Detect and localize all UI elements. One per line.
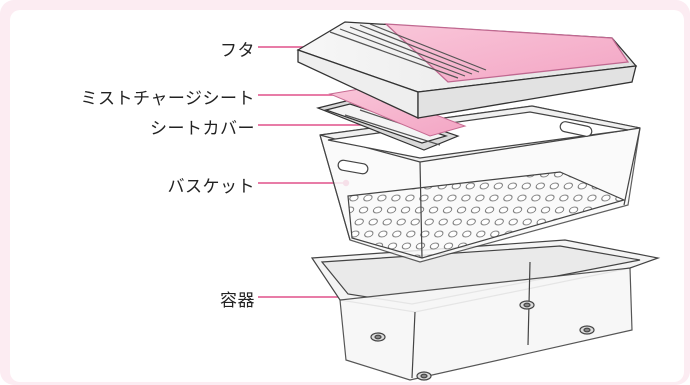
label-lid: フタ bbox=[220, 41, 255, 61]
label-basket: バスケット bbox=[167, 177, 255, 197]
basket-part bbox=[319, 105, 641, 263]
label-container: 容器 bbox=[220, 291, 255, 311]
label-sheet-cover: シートカバー bbox=[150, 119, 255, 139]
label-mist-charge-sheet: ミストチャージシート bbox=[80, 89, 255, 109]
lid-part bbox=[296, 21, 638, 120]
mist-charge-sheet-part bbox=[328, 87, 467, 137]
container-part bbox=[310, 239, 661, 381]
